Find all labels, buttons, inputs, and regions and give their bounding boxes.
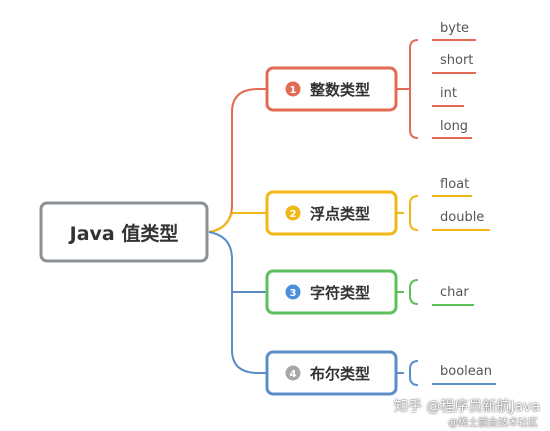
leaf-int: int (440, 86, 457, 101)
root-node: Java 值类型 (39, 201, 209, 263)
char-bracket (396, 279, 419, 305)
badge-2-icon (285, 205, 301, 221)
boolean-leaves: boolean (432, 364, 496, 385)
boolean-bracket (396, 360, 419, 386)
category-float: 2 浮点类型 (265, 190, 398, 236)
leaf-char: char (440, 285, 469, 300)
category-integer: 1 整数类型 (265, 66, 398, 112)
watermark-zhihu: 知乎 @程序员新航Java (393, 399, 540, 415)
root-label: Java 值类型 (68, 222, 179, 245)
svg-text:1: 1 (290, 85, 297, 96)
badge-1-icon (285, 81, 301, 97)
category-label: 整数类型 (310, 81, 370, 99)
integer-bracket (396, 39, 419, 139)
category-char: 3 字符类型 (265, 269, 398, 315)
leaf-float: float (440, 177, 469, 192)
float-bracket (396, 195, 419, 231)
leaf-boolean: boolean (440, 364, 492, 379)
integer-leaves: byte short int long (432, 21, 476, 139)
leaf-long: long (440, 119, 468, 134)
category-label: 布尔类型 (310, 365, 370, 383)
watermark-juejin: @稀土掘金技术社区 (448, 418, 538, 429)
svg-text:3: 3 (290, 288, 297, 299)
leaf-double: double (440, 210, 484, 225)
badge-4-icon (285, 365, 301, 381)
badge-3-icon (285, 284, 301, 300)
svg-text:4: 4 (290, 369, 297, 380)
float-leaves: float double (432, 177, 490, 231)
leaf-byte: byte (440, 21, 469, 36)
svg-text:2: 2 (290, 209, 297, 220)
root-connector-upper (208, 88, 267, 233)
root-connector-float (208, 212, 267, 233)
category-label: 浮点类型 (310, 205, 370, 223)
leaf-short: short (440, 53, 473, 68)
char-leaves: char (432, 285, 474, 306)
category-label: 字符类型 (310, 284, 370, 302)
category-boolean: 4 布尔类型 (265, 350, 398, 396)
root-connector-lower (208, 231, 267, 374)
